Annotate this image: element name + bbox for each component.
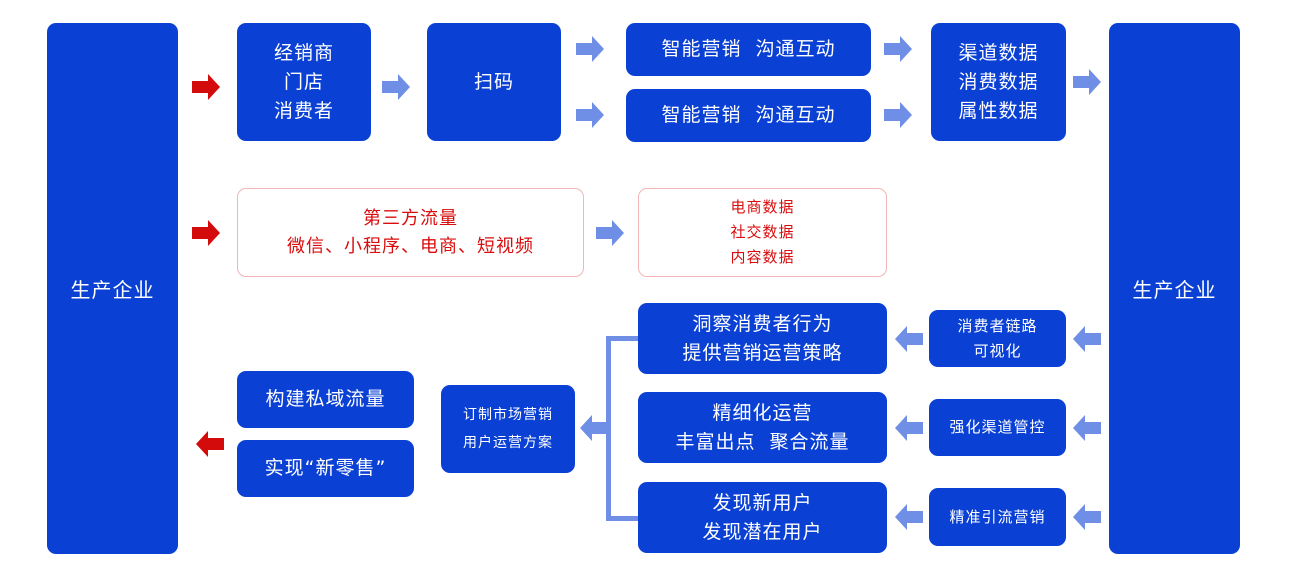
bracket-connector-vertical [606,336,611,521]
right-producer-block: 生产企业 [1109,23,1240,554]
smart-marketing-label: 智能营销 沟通互动 [661,38,836,60]
goal-box-private-traffic: 构建私域流量 [237,371,414,428]
arrow-right-icon [382,74,410,100]
smart-marketing-label: 智能营销 沟通互动 [661,104,836,126]
outcome-line: 发现新用户 [712,491,813,514]
arrow-left-icon [895,326,923,352]
arrow-right-icon [192,74,220,100]
outcome-line: 精细化运营 [712,401,813,424]
arrow-left-icon [580,415,608,441]
channel-source-line: 门店 [283,70,324,93]
collected-data-line: 消费数据 [958,70,1039,93]
goal-label: 实现“新零售” [264,457,387,479]
smart-marketing-box: 智能营销 沟通互动 [626,23,871,76]
arrow-left-icon [1073,415,1101,441]
arrow-right-icon [884,36,912,62]
scan-box: 扫码 [427,23,561,141]
bracket-connector-bottom [606,516,638,521]
capability-box: 消费者链路 可视化 [929,310,1066,367]
third-party-data-line: 电商数据 [730,198,795,216]
outcome-line: 洞察消费者行为 [692,312,833,335]
capability-line: 可视化 [973,341,1022,360]
arrow-left-icon [1073,504,1101,530]
left-producer-label: 生产企业 [70,278,155,302]
right-producer-label: 生产企业 [1132,278,1217,302]
third-party-traffic-title: 第三方流量 [363,207,458,229]
third-party-data-box: 电商数据 社交数据 内容数据 [638,188,887,277]
capability-line: 精准引流营销 [949,507,1046,526]
outcome-line: 发现潜在用户 [702,520,823,543]
goal-box-new-retail: 实现“新零售” [237,440,414,497]
capability-box: 精准引流营销 [929,488,1066,546]
capability-line: 消费者链路 [957,316,1038,335]
third-party-traffic-box: 第三方流量 微信、小程序、电商、短视频 [237,188,584,277]
third-party-data-line: 社交数据 [730,223,795,241]
collected-data-line: 属性数据 [958,99,1039,122]
collected-data-line: 渠道数据 [958,41,1039,64]
channel-source-box: 经销商 门店 消费者 [237,23,371,141]
arrow-left-icon [1073,326,1101,352]
outcome-line: 丰富出点 聚合流量 [675,430,850,453]
capability-box: 强化渠道管控 [929,399,1066,456]
outcome-box: 精细化运营 丰富出点 聚合流量 [638,392,887,463]
bracket-connector-top [606,336,638,341]
arrow-left-icon [895,504,923,530]
arrow-right-icon [596,220,624,246]
custom-plan-line: 订制市场营销 [463,407,553,423]
arrow-right-icon [576,36,604,62]
smart-marketing-box: 智能营销 沟通互动 [626,89,871,142]
outcome-box: 洞察消费者行为 提供营销运营策略 [638,303,887,374]
arrow-right-icon [884,102,912,128]
arrow-left-icon [895,415,923,441]
arrow-left-icon [196,431,224,457]
outcome-box: 发现新用户 发现潜在用户 [638,482,887,553]
third-party-data-line: 内容数据 [730,248,795,266]
scan-label: 扫码 [473,70,514,93]
custom-plan-box: 订制市场营销 用户运营方案 [441,385,575,473]
custom-plan-line: 用户运营方案 [463,435,553,451]
collected-data-box: 渠道数据 消费数据 属性数据 [931,23,1066,141]
arrow-right-icon [192,220,220,246]
left-producer-block: 生产企业 [47,23,178,554]
capability-line: 强化渠道管控 [949,418,1046,436]
outcome-line: 提供营销运营策略 [682,341,843,364]
channel-source-line: 消费者 [273,99,334,122]
third-party-traffic-channels: 微信、小程序、电商、短视频 [287,235,534,257]
arrow-right-icon [1073,69,1101,95]
goal-label: 构建私域流量 [265,388,386,410]
channel-source-line: 经销商 [273,41,334,64]
arrow-right-icon [576,102,604,128]
